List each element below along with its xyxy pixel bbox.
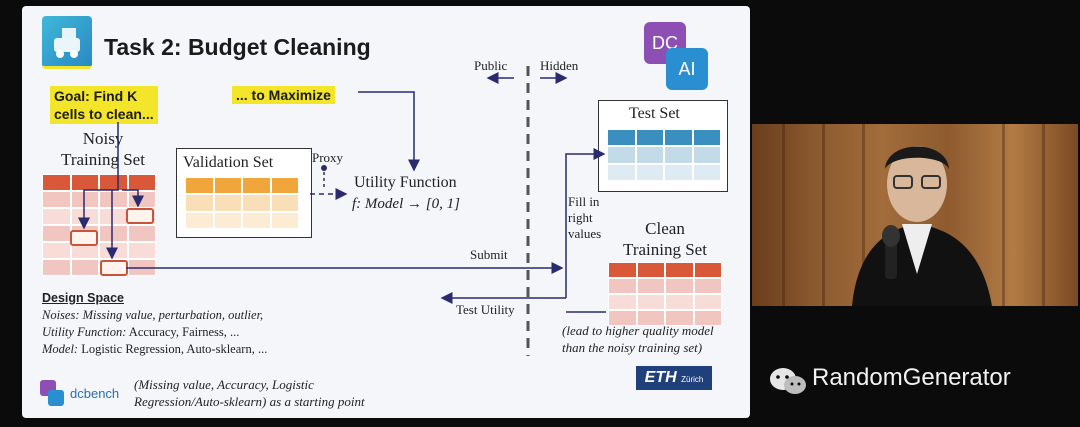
dcbench-logo: [40, 380, 66, 408]
test-utility-label: Test Utility: [456, 302, 515, 317]
eth-logo-text: ETH: [644, 369, 677, 386]
dcbench-note-line-1: (Missing value, Accuracy, Logistic: [134, 377, 314, 392]
lead-note-line-2: than the noisy training set): [562, 340, 703, 355]
noisy-title-line-1: Noisy: [82, 129, 124, 148]
utility-formula: f: Model → [0, 1]: [352, 196, 460, 212]
noisy-title-line-2: Training Set: [61, 150, 145, 169]
noisy-training-set-title: Noisy Training Set: [48, 128, 158, 170]
maximize-text: ... to Maximize: [232, 86, 335, 104]
watermark-text: RandomGenerator: [812, 364, 1011, 391]
ai-logo-block: AI: [666, 48, 708, 90]
validation-set-box: Validation Set: [176, 148, 312, 238]
selected-cell: [100, 260, 128, 276]
dcbench-label: dcbench: [70, 386, 120, 401]
design-space-heading: Design Space: [42, 291, 124, 305]
design-space: Design Space Noises: Missing value, pert…: [42, 290, 267, 358]
public-label: Public: [474, 58, 508, 73]
fill-in-line-1: Fill in: [568, 194, 600, 209]
eth-logo-sub: Zürich: [681, 375, 704, 384]
clean-title-line-1: Clean: [645, 219, 685, 238]
selected-cell: [126, 208, 154, 224]
task-logo: [42, 16, 92, 69]
noises-label: Noises:: [42, 308, 80, 322]
speaker-figure: [852, 146, 992, 306]
model-row: Model: Logistic Regression, Auto-sklearn…: [42, 341, 267, 358]
test-set-box: Test Set: [598, 100, 728, 192]
maximize-connector: [358, 91, 420, 172]
goal-text: Goal: Find K cells to clean...: [50, 86, 158, 124]
model-value: Logistic Regression, Auto-sklearn, ...: [81, 342, 268, 356]
goal-line-2: cells to clean...: [54, 106, 154, 122]
wechat-icon: [770, 368, 806, 394]
validation-table: [185, 177, 299, 229]
lead-note: (lead to higher quality model than the n…: [562, 322, 714, 356]
fill-in-line-2: right: [568, 210, 593, 225]
test-set-title: Test Set: [629, 105, 680, 122]
fill-in-line-3: values: [568, 226, 602, 241]
eth-logo: ETH Zürich: [636, 366, 712, 390]
clean-training-set-title: Clean Training Set: [610, 218, 720, 260]
dcbench-logo-bottom: [48, 390, 64, 406]
broom-icon: [54, 28, 80, 58]
clean-training-table: [608, 262, 722, 326]
lead-note-line-1: (lead to higher quality model: [562, 323, 714, 338]
presentation-slide: Task 2: Budget Cleaning DC AI Public Hid…: [22, 6, 750, 418]
proxy-label: Proxy: [312, 150, 344, 165]
noises-row: Noises: Missing value, perturbation, out…: [42, 307, 267, 324]
goal-line-1: Goal: Find K: [54, 88, 138, 104]
clean-title-line-2: Training Set: [623, 240, 707, 259]
noises-value: Missing value, perturbation, outlier,: [82, 308, 264, 322]
hidden-label: Hidden: [540, 58, 579, 73]
model-label: Model:: [42, 342, 79, 356]
test-set-table: [607, 129, 721, 181]
utility-label: Utility Function:: [42, 325, 127, 339]
utility-function-label: Utility Function: [354, 174, 457, 191]
slide-title: Task 2: Budget Cleaning: [104, 34, 371, 60]
utility-value: Accuracy, Fairness, ...: [128, 325, 240, 339]
fill-in-note: Fill in right values: [568, 194, 601, 242]
selected-cell: [70, 230, 98, 246]
speaker-video: [752, 124, 1078, 306]
dcai-logo: DC AI: [644, 22, 714, 92]
dcbench-note-line-2: Regression/Auto-sklearn) as a starting p…: [134, 394, 365, 409]
validation-set-title: Validation Set: [183, 154, 274, 171]
submit-label: Submit: [470, 247, 508, 262]
noisy-training-table: [42, 174, 156, 276]
dcbench-note: (Missing value, Accuracy, Logistic Regre…: [134, 376, 365, 410]
utility-row: Utility Function: Accuracy, Fairness, ..…: [42, 324, 267, 341]
